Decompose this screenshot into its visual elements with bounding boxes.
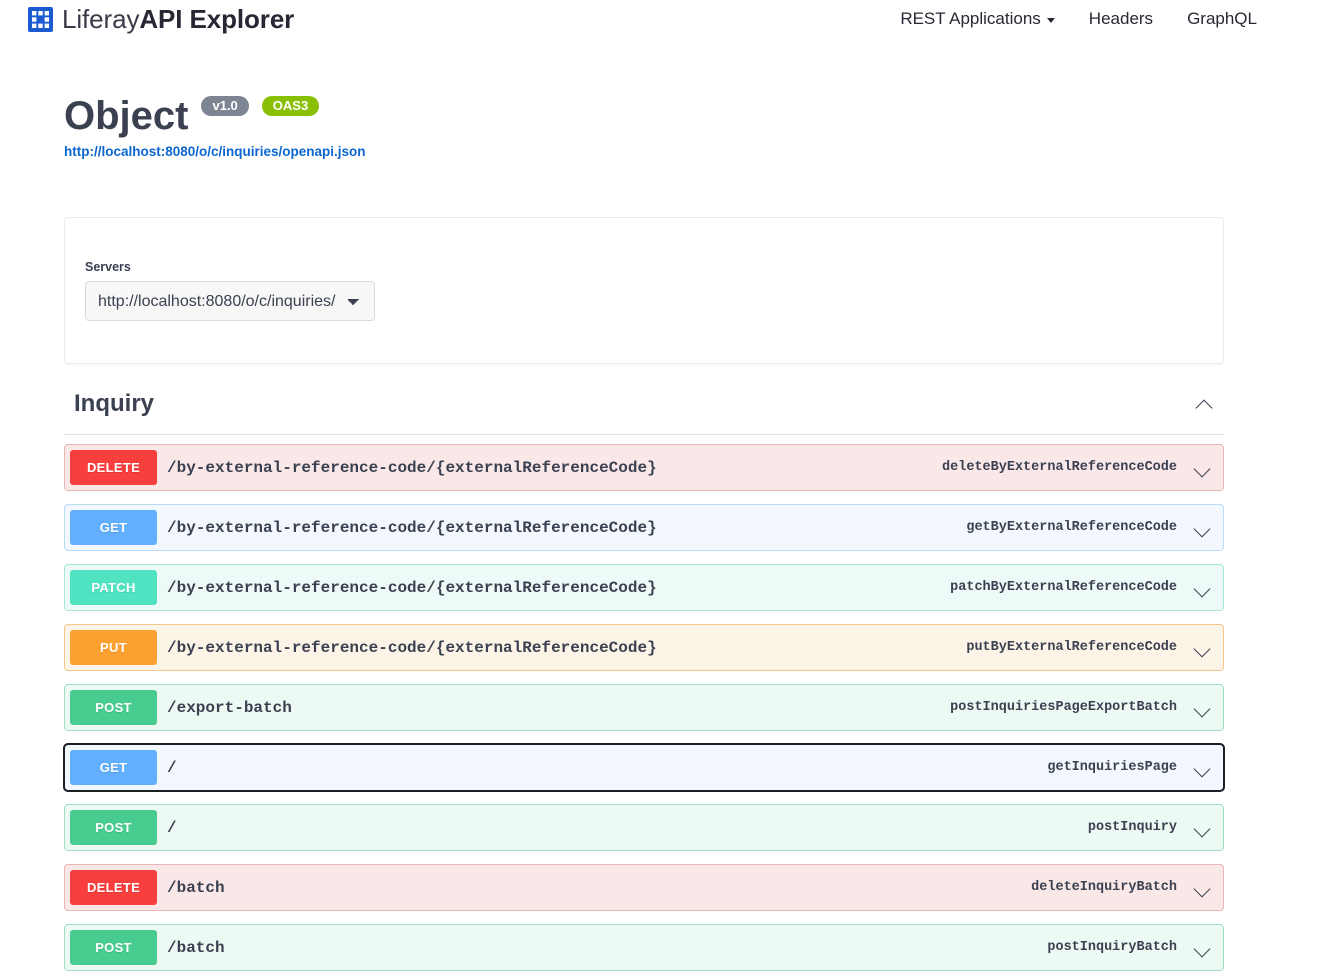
nav-headers-label: Headers <box>1088 9 1154 28</box>
method-badge: DELETE <box>70 870 157 905</box>
expand-operation-button[interactable] <box>1189 565 1223 610</box>
operation-path: /batch <box>167 878 225 897</box>
expand-operation-button[interactable] <box>1189 505 1223 550</box>
tag-name: Inquiry <box>74 390 155 417</box>
operation-row-patchByExternalReferenceCode[interactable]: PATCH /by-external-reference-code/{exter… <box>64 564 1224 611</box>
operation-row-postInquiry[interactable]: POST / postInquiry <box>64 804 1224 851</box>
method-badge: POST <box>70 690 157 725</box>
primary-nav: REST Applications Headers GraphQL <box>900 9 1257 29</box>
chevron-down-icon <box>1194 939 1212 957</box>
method-badge: PUT <box>70 630 157 665</box>
method-badge: PATCH <box>70 570 157 605</box>
operation-id: getByExternalReferenceCode <box>966 520 1177 535</box>
operation-path: / <box>167 818 177 837</box>
brand-home-link[interactable]: LiferayAPI Explorer <box>28 4 294 35</box>
expand-operation-button[interactable] <box>1189 445 1223 490</box>
method-badge: GET <box>70 750 157 785</box>
openapi-spec-link[interactable]: http://localhost:8080/o/c/inquiries/open… <box>64 144 366 159</box>
operation-id: deleteInquiryBatch <box>1031 880 1177 895</box>
chevron-down-icon <box>1194 819 1212 837</box>
method-badge: POST <box>70 930 157 965</box>
chevron-down-icon <box>1194 519 1212 537</box>
method-badge: DELETE <box>70 450 157 485</box>
servers-label: Servers <box>85 260 131 274</box>
servers-panel: Servers http://localhost:8080/o/c/inquir… <box>64 217 1224 364</box>
operation-id: postInquiry <box>1087 820 1177 835</box>
spacer <box>657 565 950 610</box>
nav-graphql[interactable]: GraphQL <box>1187 9 1257 29</box>
operation-path: /by-external-reference-code/{externalRef… <box>167 578 657 597</box>
oas-badge: OAS3 <box>261 96 320 116</box>
liferay-logo-icon <box>28 6 53 32</box>
expand-operation-button[interactable] <box>1189 805 1223 850</box>
nav-headers[interactable]: Headers <box>1089 9 1153 29</box>
operation-id: putByExternalReferenceCode <box>966 640 1177 655</box>
spacer <box>657 445 942 490</box>
operation-row-postInquiryBatch[interactable]: POST /batch postInquiryBatch <box>64 924 1224 971</box>
expand-operation-button[interactable] <box>1189 925 1223 970</box>
expand-operation-button[interactable] <box>1189 745 1223 790</box>
nav-rest-applications-label: REST Applications <box>900 9 1041 28</box>
operation-id: patchByExternalReferenceCode <box>950 580 1177 595</box>
page-title: Object v1.0 OAS3 <box>64 94 1224 138</box>
spacer <box>177 805 1088 850</box>
spacer <box>225 865 1032 910</box>
chevron-down-icon <box>1194 699 1212 717</box>
chevron-up-icon[interactable] <box>1196 395 1214 413</box>
operation-row-putByExternalReferenceCode[interactable]: PUT /by-external-reference-code/{externa… <box>64 624 1224 671</box>
operation-path: / <box>167 758 177 777</box>
tag-header-inquiry[interactable]: Inquiry <box>64 390 1224 435</box>
operation-path: /by-external-reference-code/{externalRef… <box>167 518 657 537</box>
chevron-down-icon <box>1194 459 1212 477</box>
api-info-block: Object v1.0 OAS3 http://localhost:8080/o… <box>64 38 1224 159</box>
spacer <box>225 925 1048 970</box>
operation-path: /by-external-reference-code/{externalRef… <box>167 458 657 477</box>
spacer <box>657 625 967 670</box>
expand-operation-button[interactable] <box>1189 685 1223 730</box>
version-badge: v1.0 <box>201 96 249 116</box>
brand-name-light: Liferay <box>62 3 140 34</box>
operation-path: /export-batch <box>167 698 292 717</box>
chevron-down-icon <box>1194 879 1212 897</box>
method-badge: POST <box>70 810 157 845</box>
operation-id: getInquiriesPage <box>1047 760 1177 775</box>
operation-row-deleteInquiryBatch[interactable]: DELETE /batch deleteInquiryBatch <box>64 864 1224 911</box>
brand-title: LiferayAPI Explorer <box>62 4 294 35</box>
operation-path: /batch <box>167 938 225 957</box>
method-badge: GET <box>70 510 157 545</box>
chevron-down-icon <box>1194 759 1212 777</box>
spacer <box>657 505 967 550</box>
operation-id: deleteByExternalReferenceCode <box>942 460 1177 475</box>
chevron-down-icon <box>1194 579 1212 597</box>
tag-section-inquiry: Inquiry DELETE /by-external-reference-co… <box>63 390 1225 971</box>
chevron-down-icon <box>1194 639 1212 657</box>
operation-row-getInquiriesPage[interactable]: GET / getInquiriesPage <box>63 743 1225 792</box>
operation-row-deleteByExternalReferenceCode[interactable]: DELETE /by-external-reference-code/{exte… <box>64 444 1224 491</box>
content-wrapper: Object v1.0 OAS3 http://localhost:8080/o… <box>63 38 1225 971</box>
brand-name-bold: API Explorer <box>139 3 295 34</box>
spacer <box>292 685 950 730</box>
chevron-down-icon <box>1046 18 1055 23</box>
operation-row-getByExternalReferenceCode[interactable]: GET /by-external-reference-code/{externa… <box>64 504 1224 551</box>
operation-id: postInquiriesPageExportBatch <box>950 700 1177 715</box>
expand-operation-button[interactable] <box>1189 865 1223 910</box>
nav-graphql-label: GraphQL <box>1187 9 1257 28</box>
operation-path: /by-external-reference-code/{externalRef… <box>167 638 657 657</box>
api-title-text: Object <box>64 94 189 138</box>
page-body: Object v1.0 OAS3 http://localhost:8080/o… <box>0 38 1319 971</box>
spacer <box>177 745 1048 790</box>
server-select[interactable]: http://localhost:8080/o/c/inquiries/ <box>85 281 375 321</box>
operations-list: DELETE /by-external-reference-code/{exte… <box>63 435 1225 971</box>
operation-id: postInquiryBatch <box>1047 940 1177 955</box>
nav-rest-applications[interactable]: REST Applications <box>900 9 1055 29</box>
expand-operation-button[interactable] <box>1189 625 1223 670</box>
operation-row-postInquiriesPageExportBatch[interactable]: POST /export-batch postInquiriesPageExpo… <box>64 684 1224 731</box>
top-navbar: LiferayAPI Explorer REST Applications He… <box>0 0 1319 38</box>
